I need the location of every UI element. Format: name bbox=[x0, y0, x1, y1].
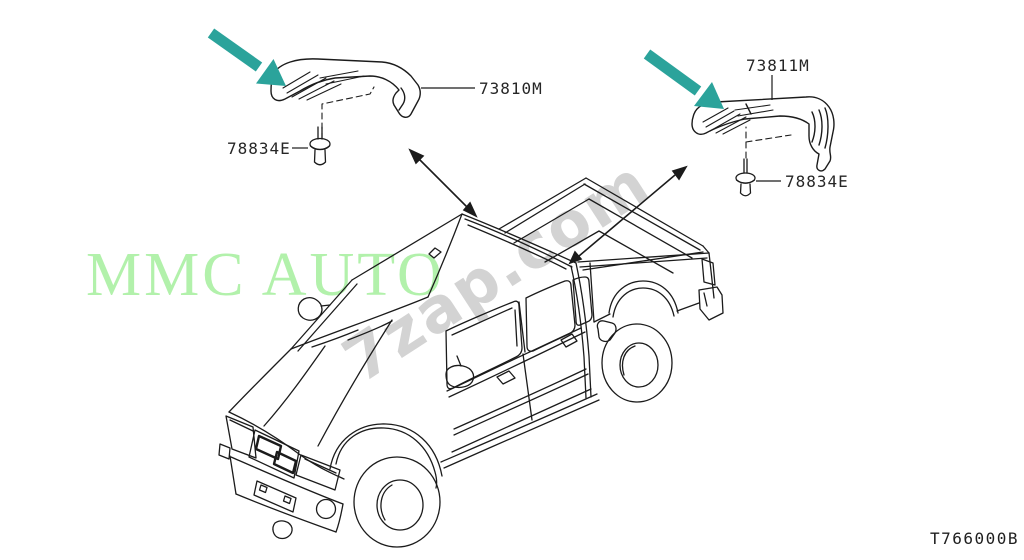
front-wheel bbox=[329, 423, 443, 548]
part-screw-left-78834E bbox=[309, 126, 331, 166]
pointer-arrow-left bbox=[408, 148, 478, 218]
fuel-door bbox=[596, 320, 617, 343]
part-label-78834E-left: 78834E bbox=[227, 139, 291, 158]
part-label-73810M: 73810M bbox=[479, 79, 543, 98]
truck-illustration bbox=[218, 177, 724, 548]
highlight-arrow-right bbox=[643, 49, 724, 109]
truck-front-end bbox=[218, 319, 393, 540]
molding-right-hatching bbox=[702, 104, 774, 135]
truck-roof bbox=[351, 213, 577, 281]
part-label-73811M: 73811M bbox=[746, 56, 810, 75]
near-mirror bbox=[445, 355, 475, 389]
molding-left-hatching bbox=[282, 70, 365, 101]
fog-lamp bbox=[315, 498, 337, 520]
part-label-78834E-right: 78834E bbox=[785, 172, 849, 191]
truck-doors bbox=[440, 262, 600, 469]
truck-windshield bbox=[290, 213, 463, 352]
label-leader-lines bbox=[292, 75, 781, 182]
part-screw-right-78834E bbox=[735, 158, 756, 197]
diagram-code: T766000B bbox=[930, 529, 1020, 548]
highlight-arrow-left bbox=[207, 28, 286, 86]
pointer-arrow-right bbox=[568, 165, 688, 265]
rear-wheel bbox=[601, 323, 673, 403]
watermark-mmc-auto: MMC AUTO bbox=[86, 241, 445, 309]
part-molding-left-73810M bbox=[270, 58, 421, 140]
far-mirror bbox=[297, 297, 331, 321]
truck-bed bbox=[498, 177, 724, 343]
part-molding-right-73811M bbox=[691, 96, 835, 172]
